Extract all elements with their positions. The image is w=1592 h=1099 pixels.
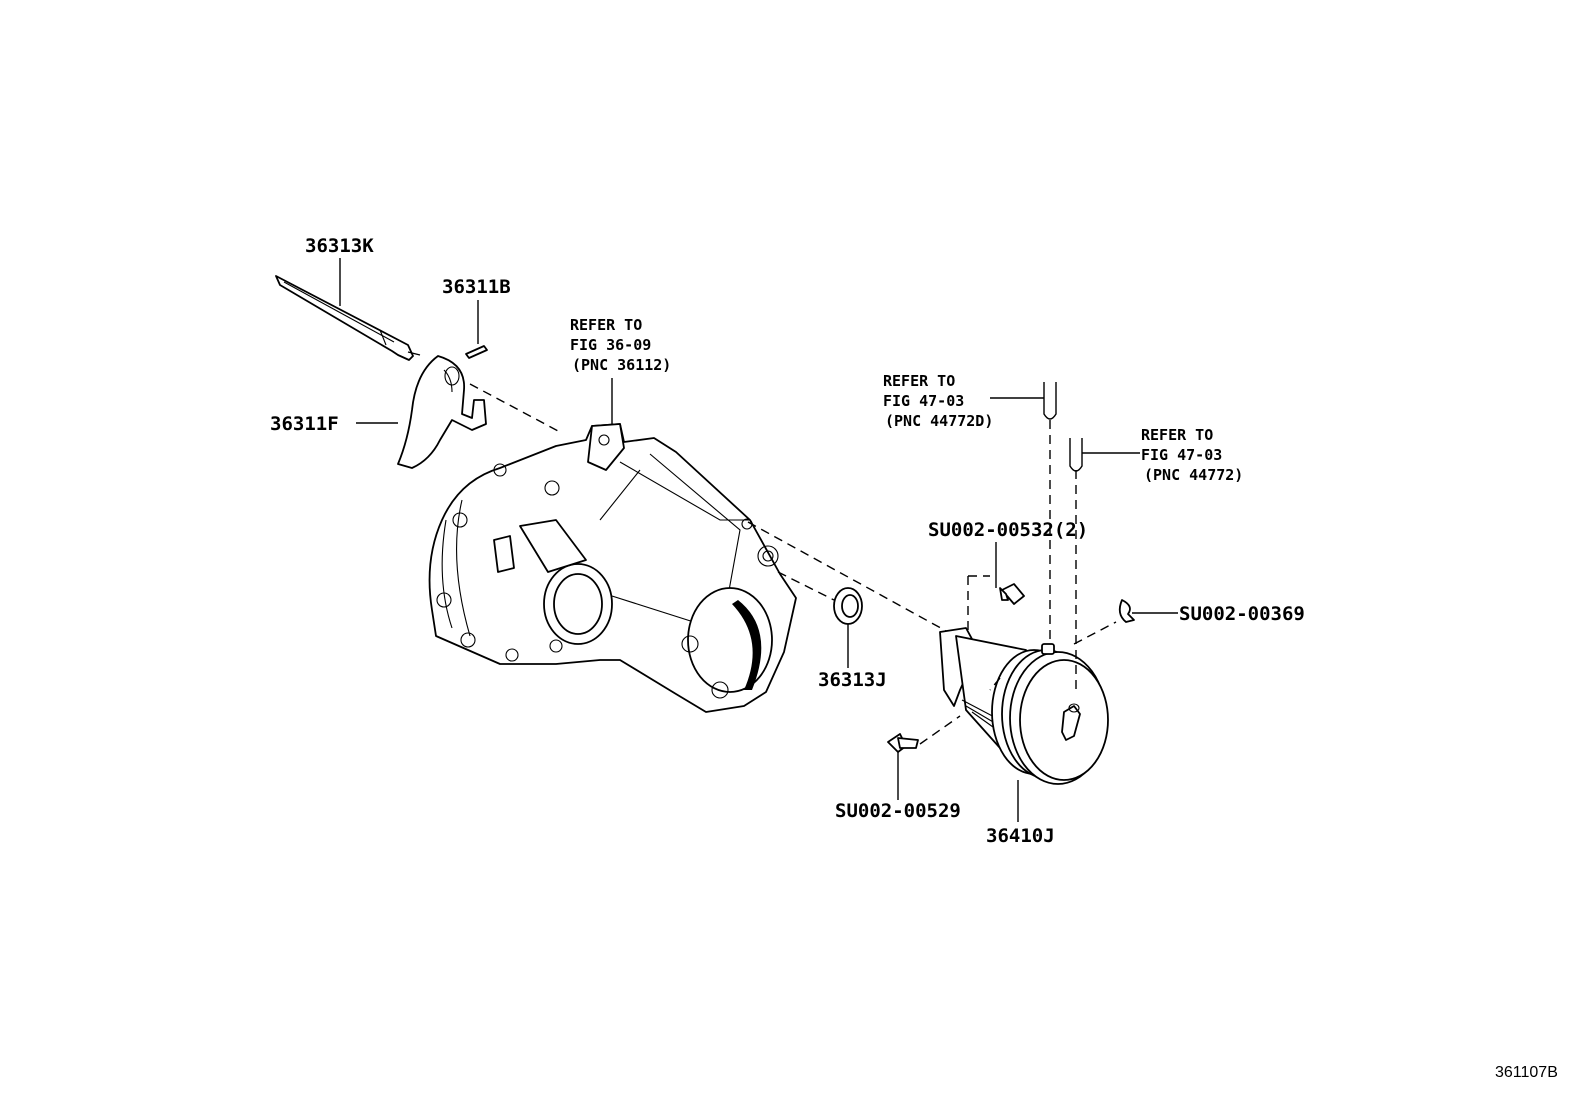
- oil-seal-drawing: [833, 587, 863, 668]
- figure-code: 361107B: [1495, 1064, 1558, 1081]
- ref-note-line: FIG 36-09: [570, 336, 651, 354]
- part-label-36313K: 36313K: [305, 235, 374, 257]
- shift-fork-drawing: [356, 355, 561, 469]
- ref-note-line: REFER TO: [570, 316, 642, 334]
- part-label-36311B: 36311B: [442, 276, 511, 298]
- part-label-36313J: 36313J: [818, 669, 887, 691]
- part-label-SU002-00369: SU002-00369: [1179, 603, 1305, 625]
- ref-note-line: FIG 47-03: [1141, 446, 1222, 464]
- bolt-upper-drawing: [995, 542, 1025, 605]
- reference-note-fig-36-09: REFER TO FIG 36-09 (PNC 36112): [570, 316, 671, 374]
- ref-note-line: (PNC 44772): [1144, 466, 1243, 484]
- ref-note-line: (PNC 36112): [572, 356, 671, 374]
- clip-drawing: [1118, 599, 1178, 623]
- hose-stubs-drawing: [990, 382, 1140, 472]
- ref-note-line: FIG 47-03: [883, 392, 964, 410]
- reference-note-fig-47-03-44772D: REFER TO FIG 47-03 (PNC 44772D): [883, 372, 993, 430]
- part-label-SU002-00529: SU002-00529: [835, 800, 961, 822]
- part-label-SU002-00532: SU002-00532(2): [928, 519, 1088, 541]
- reference-note-fig-47-03-44772: REFER TO FIG 47-03 (PNC 44772): [1141, 426, 1243, 484]
- part-label-36410J: 36410J: [986, 825, 1055, 847]
- transfer-case-drawing: [428, 378, 949, 713]
- ref-note-line: REFER TO: [883, 372, 955, 390]
- ref-note-line: REFER TO: [1141, 426, 1213, 444]
- bolt-lower-drawing: [887, 715, 961, 800]
- pin-drawing: [465, 300, 488, 359]
- ref-note-line: (PNC 44772D): [885, 412, 993, 430]
- actuator-drawing: [939, 420, 1117, 822]
- shift-shaft-drawing: [275, 258, 421, 361]
- part-label-36311F: 36311F: [270, 413, 339, 435]
